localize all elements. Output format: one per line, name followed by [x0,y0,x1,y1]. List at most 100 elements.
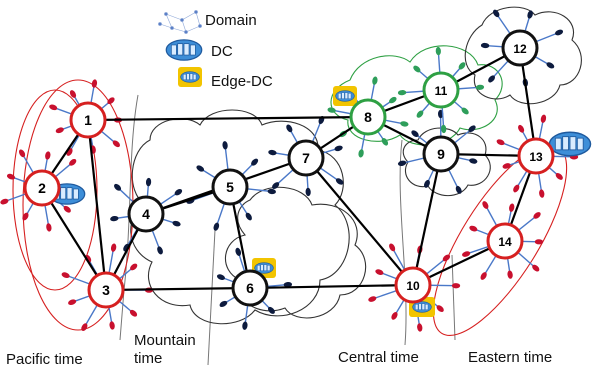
node-circle [287,139,325,177]
leaf-node [157,246,163,255]
node-label: 14 [498,235,512,249]
link-7-10 [305,157,414,286]
node-label: 8 [364,109,372,125]
zone-label-mountain-line2: time [134,350,162,367]
leaf-node [112,140,120,148]
leaf-node [475,84,485,90]
leaf-node [441,124,447,134]
leaf-node [91,79,98,88]
leaf-node [469,225,478,232]
node-circle [349,98,387,136]
leaf-node [114,183,122,191]
leaf-node [518,124,525,133]
leaf-node [435,46,441,56]
node-circle [211,168,249,206]
node-10[interactable]: 10 [394,266,432,304]
leaf-node [468,125,476,133]
leaf-node [513,184,520,193]
leaf-node [174,189,183,196]
node-label: 6 [246,280,254,296]
node-circle [69,101,107,139]
edge-dc-legend-icon [178,67,202,87]
leaf-node [235,247,242,256]
leaf-node [272,182,280,189]
leaf-node [305,187,311,197]
leaf-node [416,110,424,118]
leaf-node [69,90,77,98]
leaf-node [129,309,138,317]
node-circle [23,169,61,207]
leaf-node [461,107,469,115]
leaf-node [110,215,119,222]
leaf-node [69,158,77,166]
leaf-node [424,179,430,188]
leaf-node [283,281,293,288]
leaf-node [45,151,51,160]
leaf-node [145,177,152,187]
node-1[interactable]: 1 [69,101,107,139]
zone-labels: Pacific time Mountain time Central time … [6,332,552,368]
node-circle [231,269,269,307]
leaf-node [502,163,511,169]
leaf-node [196,165,205,172]
leaf-node [533,212,541,219]
node-8[interactable]: 8 [349,98,387,136]
leaf-node [327,107,336,113]
leaf-node [81,323,88,332]
leaf-spokes [0,9,579,332]
leaf-node [63,205,71,213]
link-6-10 [249,283,414,290]
leaf-node [389,96,397,104]
leaf-node [372,76,378,85]
leaf-node [22,212,29,221]
cloud-green [330,45,503,146]
leaf-node [400,121,409,127]
node-circle [394,266,432,304]
leaf-node [49,104,58,111]
leaf-node [130,263,138,271]
leaf-node [546,62,555,69]
leaf-node [488,75,495,83]
leaf-node [107,97,115,105]
node-circle [517,137,555,175]
leaf-node [436,305,444,312]
leaf-node [213,222,220,231]
dc-legend-icon [165,39,203,61]
node-2[interactable]: 2 [23,169,61,207]
node-circle [422,135,460,173]
legend: Domain DC Edge-DC [158,10,273,90]
leaf-node [532,264,540,272]
leaf-node [222,141,228,150]
node-7[interactable]: 7 [287,139,325,177]
node-4[interactable]: 4 [127,195,165,233]
leaf-node [368,296,377,302]
legend-edge-dc-label: Edge-DC [211,73,273,90]
leaf-node [480,272,487,280]
leaf-node [267,306,275,314]
leaf-node [0,198,9,205]
node-3[interactable]: 3 [87,271,125,309]
edge-dc-icon-node-8 [333,86,357,106]
node-6[interactable]: 6 [231,269,269,307]
leaf-node [411,130,419,137]
node-5[interactable]: 5 [211,168,249,206]
node-label: 3 [102,282,110,298]
node-label: 4 [142,206,150,222]
node-11[interactable]: 11 [422,71,460,109]
node-13[interactable]: 13 [517,137,555,175]
node-9[interactable]: 9 [422,135,460,173]
leaf-node [482,201,489,209]
node-label: 11 [435,84,448,98]
leaf-node [375,269,384,275]
leaf-node [480,42,490,49]
node-14[interactable]: 14 [486,222,524,260]
leaf-node [534,239,544,245]
node-12[interactable]: 12 [501,29,539,67]
leaf-node [18,149,26,158]
node-circle [87,271,125,309]
leaf-node [110,243,117,252]
leaf-node [216,274,226,280]
leaf-node [413,65,421,73]
